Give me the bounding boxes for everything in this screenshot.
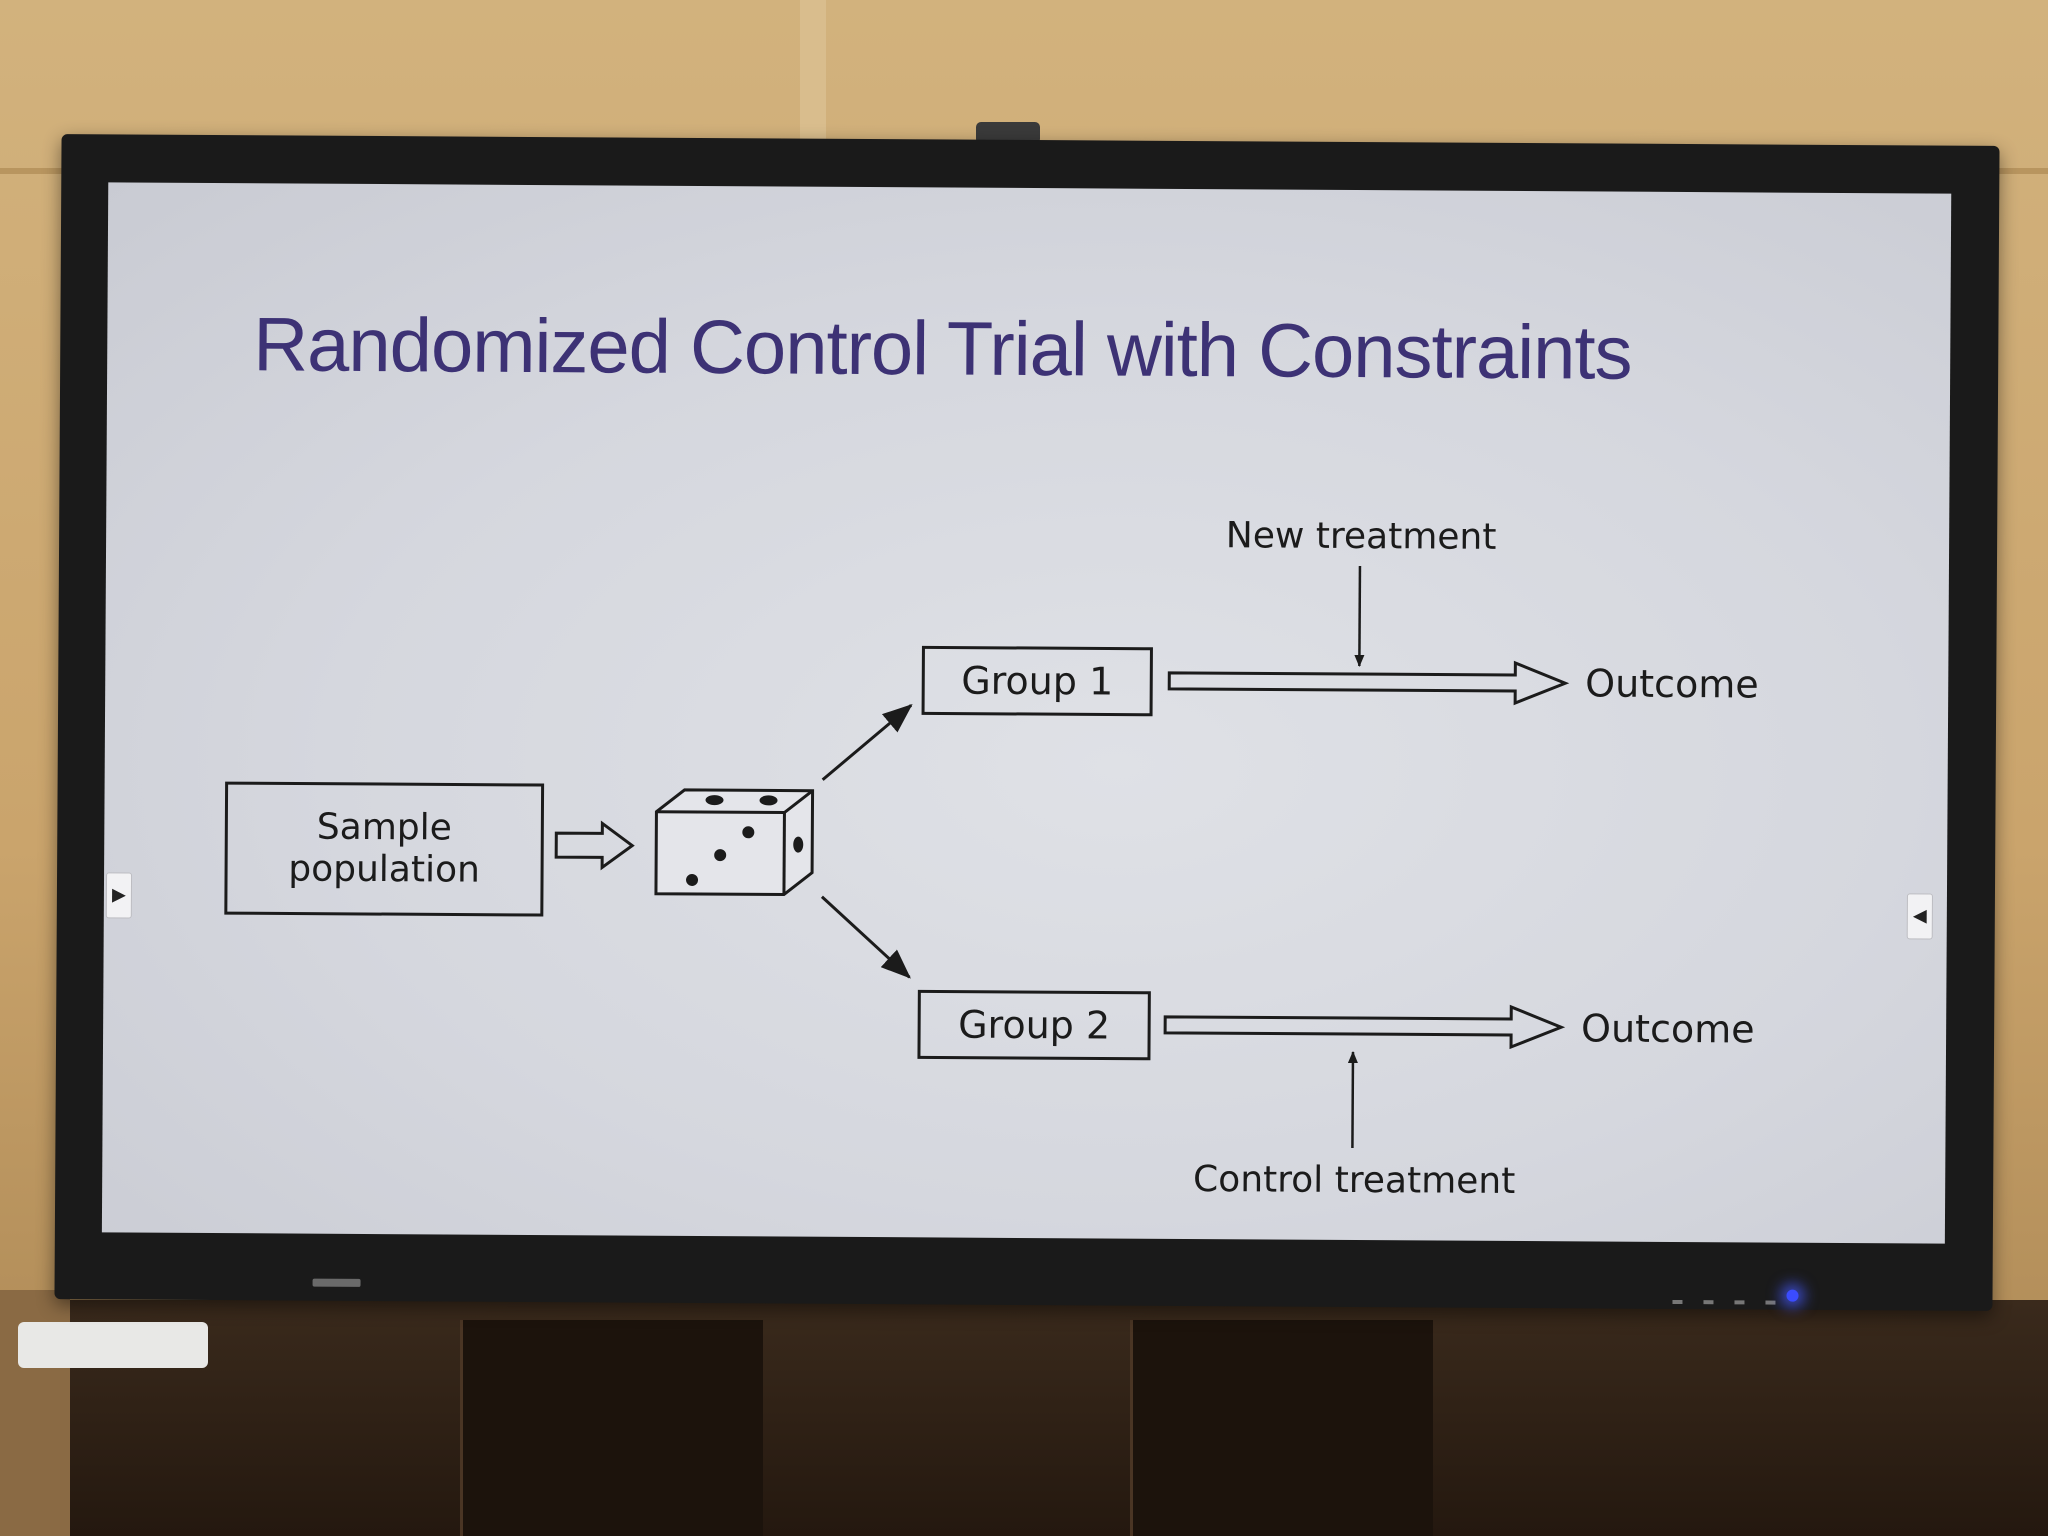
die-to-group2-arrow <box>820 895 911 979</box>
cabinet-door <box>1130 1320 1433 1536</box>
outcome1-label: Outcome <box>1585 661 1759 706</box>
webcam <box>976 122 1040 144</box>
die-to-group1-arrow <box>821 704 913 781</box>
tv-display: Randomized Control Trial with Constraint… <box>54 134 2000 1311</box>
control-treatment-label: Control treatment <box>1193 1159 1515 1202</box>
tv-brand-logo <box>312 1278 361 1287</box>
tv-control-button[interactable] <box>1672 1299 1683 1305</box>
new-treatment-label: New treatment <box>1226 515 1497 558</box>
sample-population-label-line1: Sample <box>317 807 452 849</box>
group1-box <box>921 645 1153 717</box>
tv-control-button[interactable] <box>1734 1300 1745 1305</box>
sample-population-label-line2: population <box>288 848 480 890</box>
group2-label: Group 2 <box>958 1003 1110 1048</box>
desk-device <box>18 1322 208 1368</box>
power-led-icon <box>1786 1289 1799 1302</box>
tv-control-button[interactable] <box>1703 1300 1714 1305</box>
group1-label: Group 1 <box>961 659 1113 704</box>
new-treatment-arrow <box>1354 566 1365 668</box>
slide-screen: Randomized Control Trial with Constraint… <box>101 182 1952 1244</box>
sample-to-die-arrow <box>554 820 635 871</box>
group2-to-outcome-arrow <box>1163 1004 1566 1050</box>
outcome2-label: Outcome <box>1581 1006 1755 1051</box>
cabinet-door <box>460 1320 763 1536</box>
control-treatment-arrow <box>1347 1050 1358 1149</box>
slide-next-button[interactable]: ◀ <box>1906 893 1933 940</box>
tv-cabinet <box>0 1300 2048 1536</box>
group2-box <box>917 989 1151 1061</box>
tv-control-button[interactable] <box>1765 1300 1776 1305</box>
rct-diagram: Sample population Group 1 <box>224 515 1759 1202</box>
die-icon <box>654 788 815 897</box>
sample-population-box <box>224 781 545 917</box>
group1-to-outcome-arrow <box>1167 660 1570 706</box>
slide-prev-button[interactable]: ▶ <box>105 872 133 919</box>
